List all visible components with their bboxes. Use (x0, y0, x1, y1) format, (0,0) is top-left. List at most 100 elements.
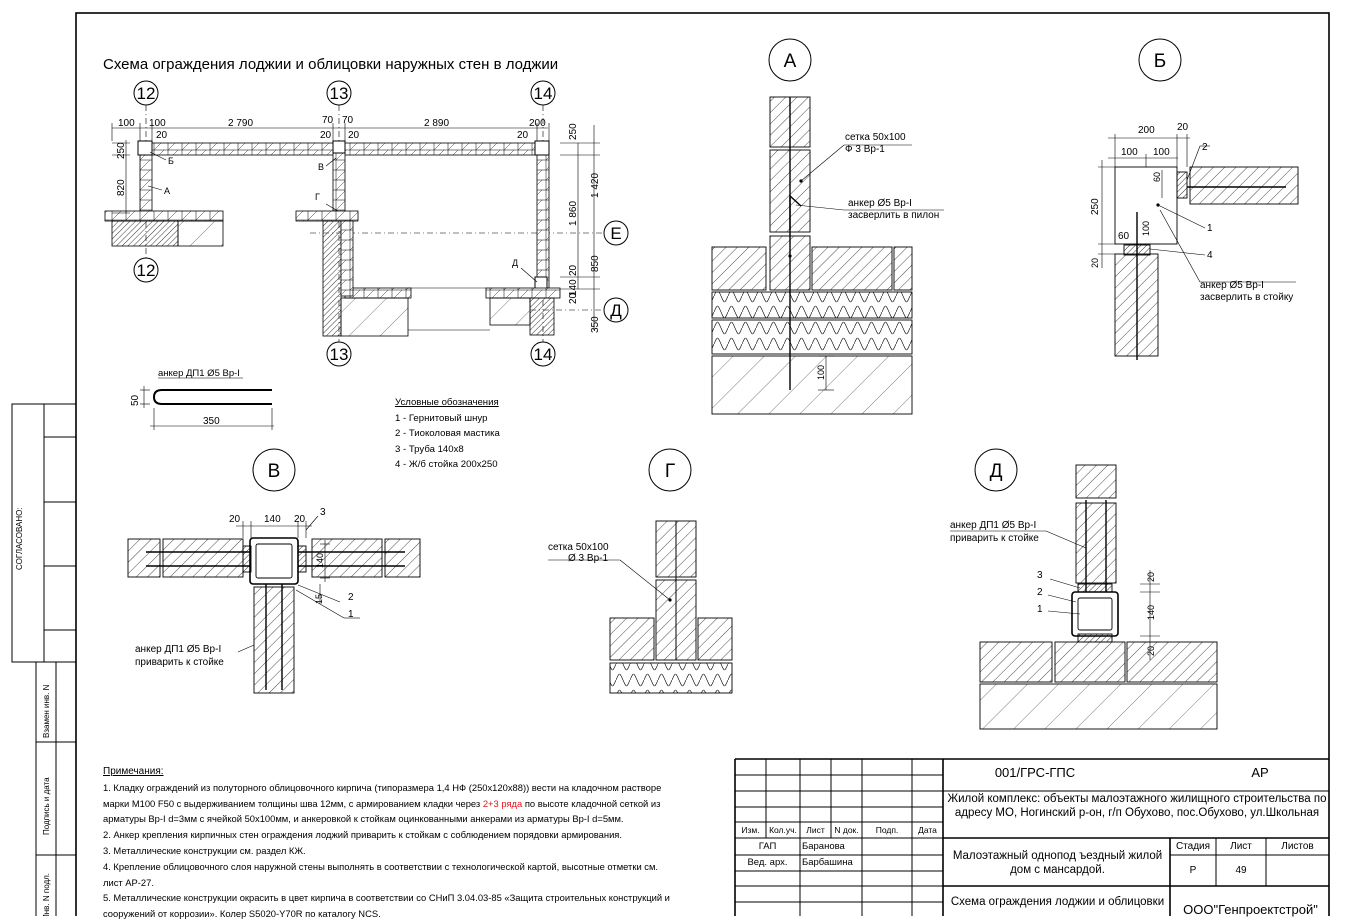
section-v-dim-5: 15 (314, 594, 324, 604)
section-b-dim-6: 60 (1118, 231, 1130, 242)
section-v-dim-7: 1 (348, 609, 354, 620)
axis-12-bottom: 12 (137, 261, 156, 280)
note-1d: арматуры Вр-I d=3мм с ячейкой 50х100мм, … (103, 813, 624, 825)
plan-dim-t5: 2 890 (424, 118, 449, 129)
plan-dim-r1: 1 420 (590, 173, 601, 198)
tb-col-kol: Кол.уч. (769, 825, 797, 835)
stamp-inv: Инв. N подл. (42, 873, 51, 916)
tb-col-list: Лист (806, 825, 825, 835)
anchor-dim-h: 50 (130, 394, 141, 406)
legend-item-3: 3 - Труба 140х8 (395, 443, 464, 455)
section-d: Д анкер ДП1 Ø5 Вр-I привари (950, 448, 1218, 730)
plan-dim-r3: 850 (590, 255, 601, 272)
note-5b: сооружений от коррозии». Колер S5020-Y70… (103, 908, 381, 920)
notes-header: Примечания: (103, 766, 164, 777)
section-v-dim-3: 3 (320, 507, 326, 518)
tb-role-2: Вед. арх. (747, 857, 788, 868)
plan-dim-s2: 20 (348, 130, 360, 141)
section-g: Г сетка 50х100 Ø 3 Вр-1 (548, 448, 733, 694)
legend-header: Условные обозначения (395, 397, 499, 408)
section-b-dim-8: 20 (1090, 258, 1100, 268)
note-1b: марки М100 F50 с выдерживанием толщины ш… (103, 797, 661, 809)
tb-col-doc: N док. (834, 825, 859, 835)
plan-dim-t3: 70 (322, 115, 334, 126)
section-d-anchor: анкер ДП1 Ø5 Вр-I (950, 520, 1036, 531)
section-b-call-1: 1 (1207, 223, 1213, 234)
plan-dim-s1: 20 (320, 130, 332, 141)
plan-dim-t1: 100 (149, 118, 166, 129)
plan-marker-v: В (318, 162, 324, 172)
plan-dim-t0: 100 (118, 118, 135, 129)
anchor-detail-label: анкер ДП1 Ø5 Вр-I (158, 368, 240, 379)
section-a-mesh: сетка 50х100 (845, 132, 906, 143)
stamp-replace: Взамен инв. N (42, 684, 51, 738)
drawing-title: Схема ограждения лоджии и облицовки нару… (103, 56, 558, 73)
axis-13-top: 13 (330, 84, 349, 103)
tb-project: Жилой комплекс: объекты малоэтажного жил… (947, 793, 1327, 819)
section-d-call-0: 3 (1037, 570, 1043, 581)
title-block-grid (734, 758, 1329, 916)
plan-marker-b: Б (168, 156, 174, 166)
section-b-anchor2: засверлить в стойку (1200, 292, 1293, 303)
side-stamp (11, 403, 77, 916)
note-4b: лист АР-27. (103, 876, 154, 888)
section-b-call-0: 2 (1202, 142, 1208, 153)
tb-code: 001/ГРС-ГПС (994, 765, 1076, 780)
section-g-mesh: сетка 50х100 (548, 542, 609, 553)
section-b-dim-7: 100 (1141, 221, 1151, 236)
plan-marker-a: А (164, 186, 170, 196)
section-a: А сетка 50х100 Ф 3 Вр-1 анкер Ø5 Вр-I за… (711, 38, 944, 415)
note-1a: 1. Кладку ограждений из полуторного обли… (103, 781, 662, 793)
section-v: В 20 14 (127, 448, 421, 694)
note-3: 3. Металлические конструкции см. раздел … (103, 844, 306, 856)
legend-item-2: 2 - Тиоколовая мастика (395, 428, 500, 440)
plan-dim-s0: 20 (156, 130, 168, 141)
plan-dim-r7: 350 (590, 316, 601, 333)
tb-name-1: Баранова (802, 841, 845, 852)
tb-name-2: Барбашина (802, 857, 853, 868)
plan-dim-l1: 820 (116, 179, 127, 196)
section-b-dim-2: 100 (1121, 147, 1138, 158)
section-a-anchor2: засверлить в пилон (848, 210, 939, 221)
loggia-plan: 100 100 2 790 70 70 2 890 200 20 20 20 2… (104, 80, 629, 367)
legend-item-1: 1 - Гернитовый шнур (395, 412, 488, 424)
section-v-dim-4: 140 (315, 553, 325, 568)
anchor-detail: анкер ДП1 Ø5 Вр-I 50 350 (130, 368, 274, 430)
section-v-dim-0: 20 (229, 514, 241, 525)
section-v-id: В (268, 461, 281, 482)
anchor-dim-w: 350 (203, 416, 220, 427)
legend: Условные обозначения 1 - Гернитовый шнур… (395, 395, 500, 473)
tb-sheet-title: Схема ограждения лоджии и облицовки (950, 896, 1165, 908)
section-d-anchor2: приварить к стойке (950, 533, 1039, 544)
axis-12-top: 12 (137, 84, 156, 103)
section-b-id: Б (1154, 51, 1166, 72)
section-b-anchor: анкер Ø5 Вр-I (1200, 280, 1264, 291)
tb-company: ООО"Генпроектстрой" (1183, 902, 1318, 917)
note-2: 2. Анкер крепления кирпичных стен огражд… (103, 829, 622, 841)
section-v-anchor2: приварить к стойке (135, 657, 224, 668)
section-b-call-2: 4 (1207, 250, 1213, 261)
section-a-dim: 100 (816, 365, 826, 380)
note-5a: 5. Металлические конструкции окрасить в … (103, 892, 670, 904)
note-4a: 4. Крепление облицовочного слоя наружной… (103, 860, 659, 872)
tb-sheet: 49 (1235, 865, 1247, 876)
section-d-dim-1: 140 (1146, 605, 1156, 620)
tb-col-date: Дата (918, 825, 937, 835)
plan-dim-r4: 20 (568, 264, 579, 276)
plan-dim-t4: 70 (342, 115, 354, 126)
section-a-mesh2: Ф 3 Вр-1 (845, 144, 885, 155)
plan-dim-r5: 140 (568, 279, 579, 296)
axis-e: Е (610, 224, 621, 243)
tb-stage-code: АР (1251, 765, 1269, 780)
axis-14-top: 14 (534, 84, 553, 103)
tb-building: Малоэтажный однопод ъездный жилой дом с … (952, 850, 1163, 876)
tb-stage: Р (1189, 865, 1197, 876)
plan-dim-l0: 250 (116, 142, 127, 159)
section-d-call-1: 2 (1037, 587, 1043, 598)
tb-sheets-h: Листов (1281, 841, 1314, 852)
section-v-dim-1: 140 (264, 514, 281, 525)
section-v-dim-6: 2 (348, 592, 354, 603)
section-b-dim-4: 60 (1152, 172, 1162, 182)
section-v-anchor: анкер ДП1 Ø5 Вр-I (135, 644, 221, 655)
